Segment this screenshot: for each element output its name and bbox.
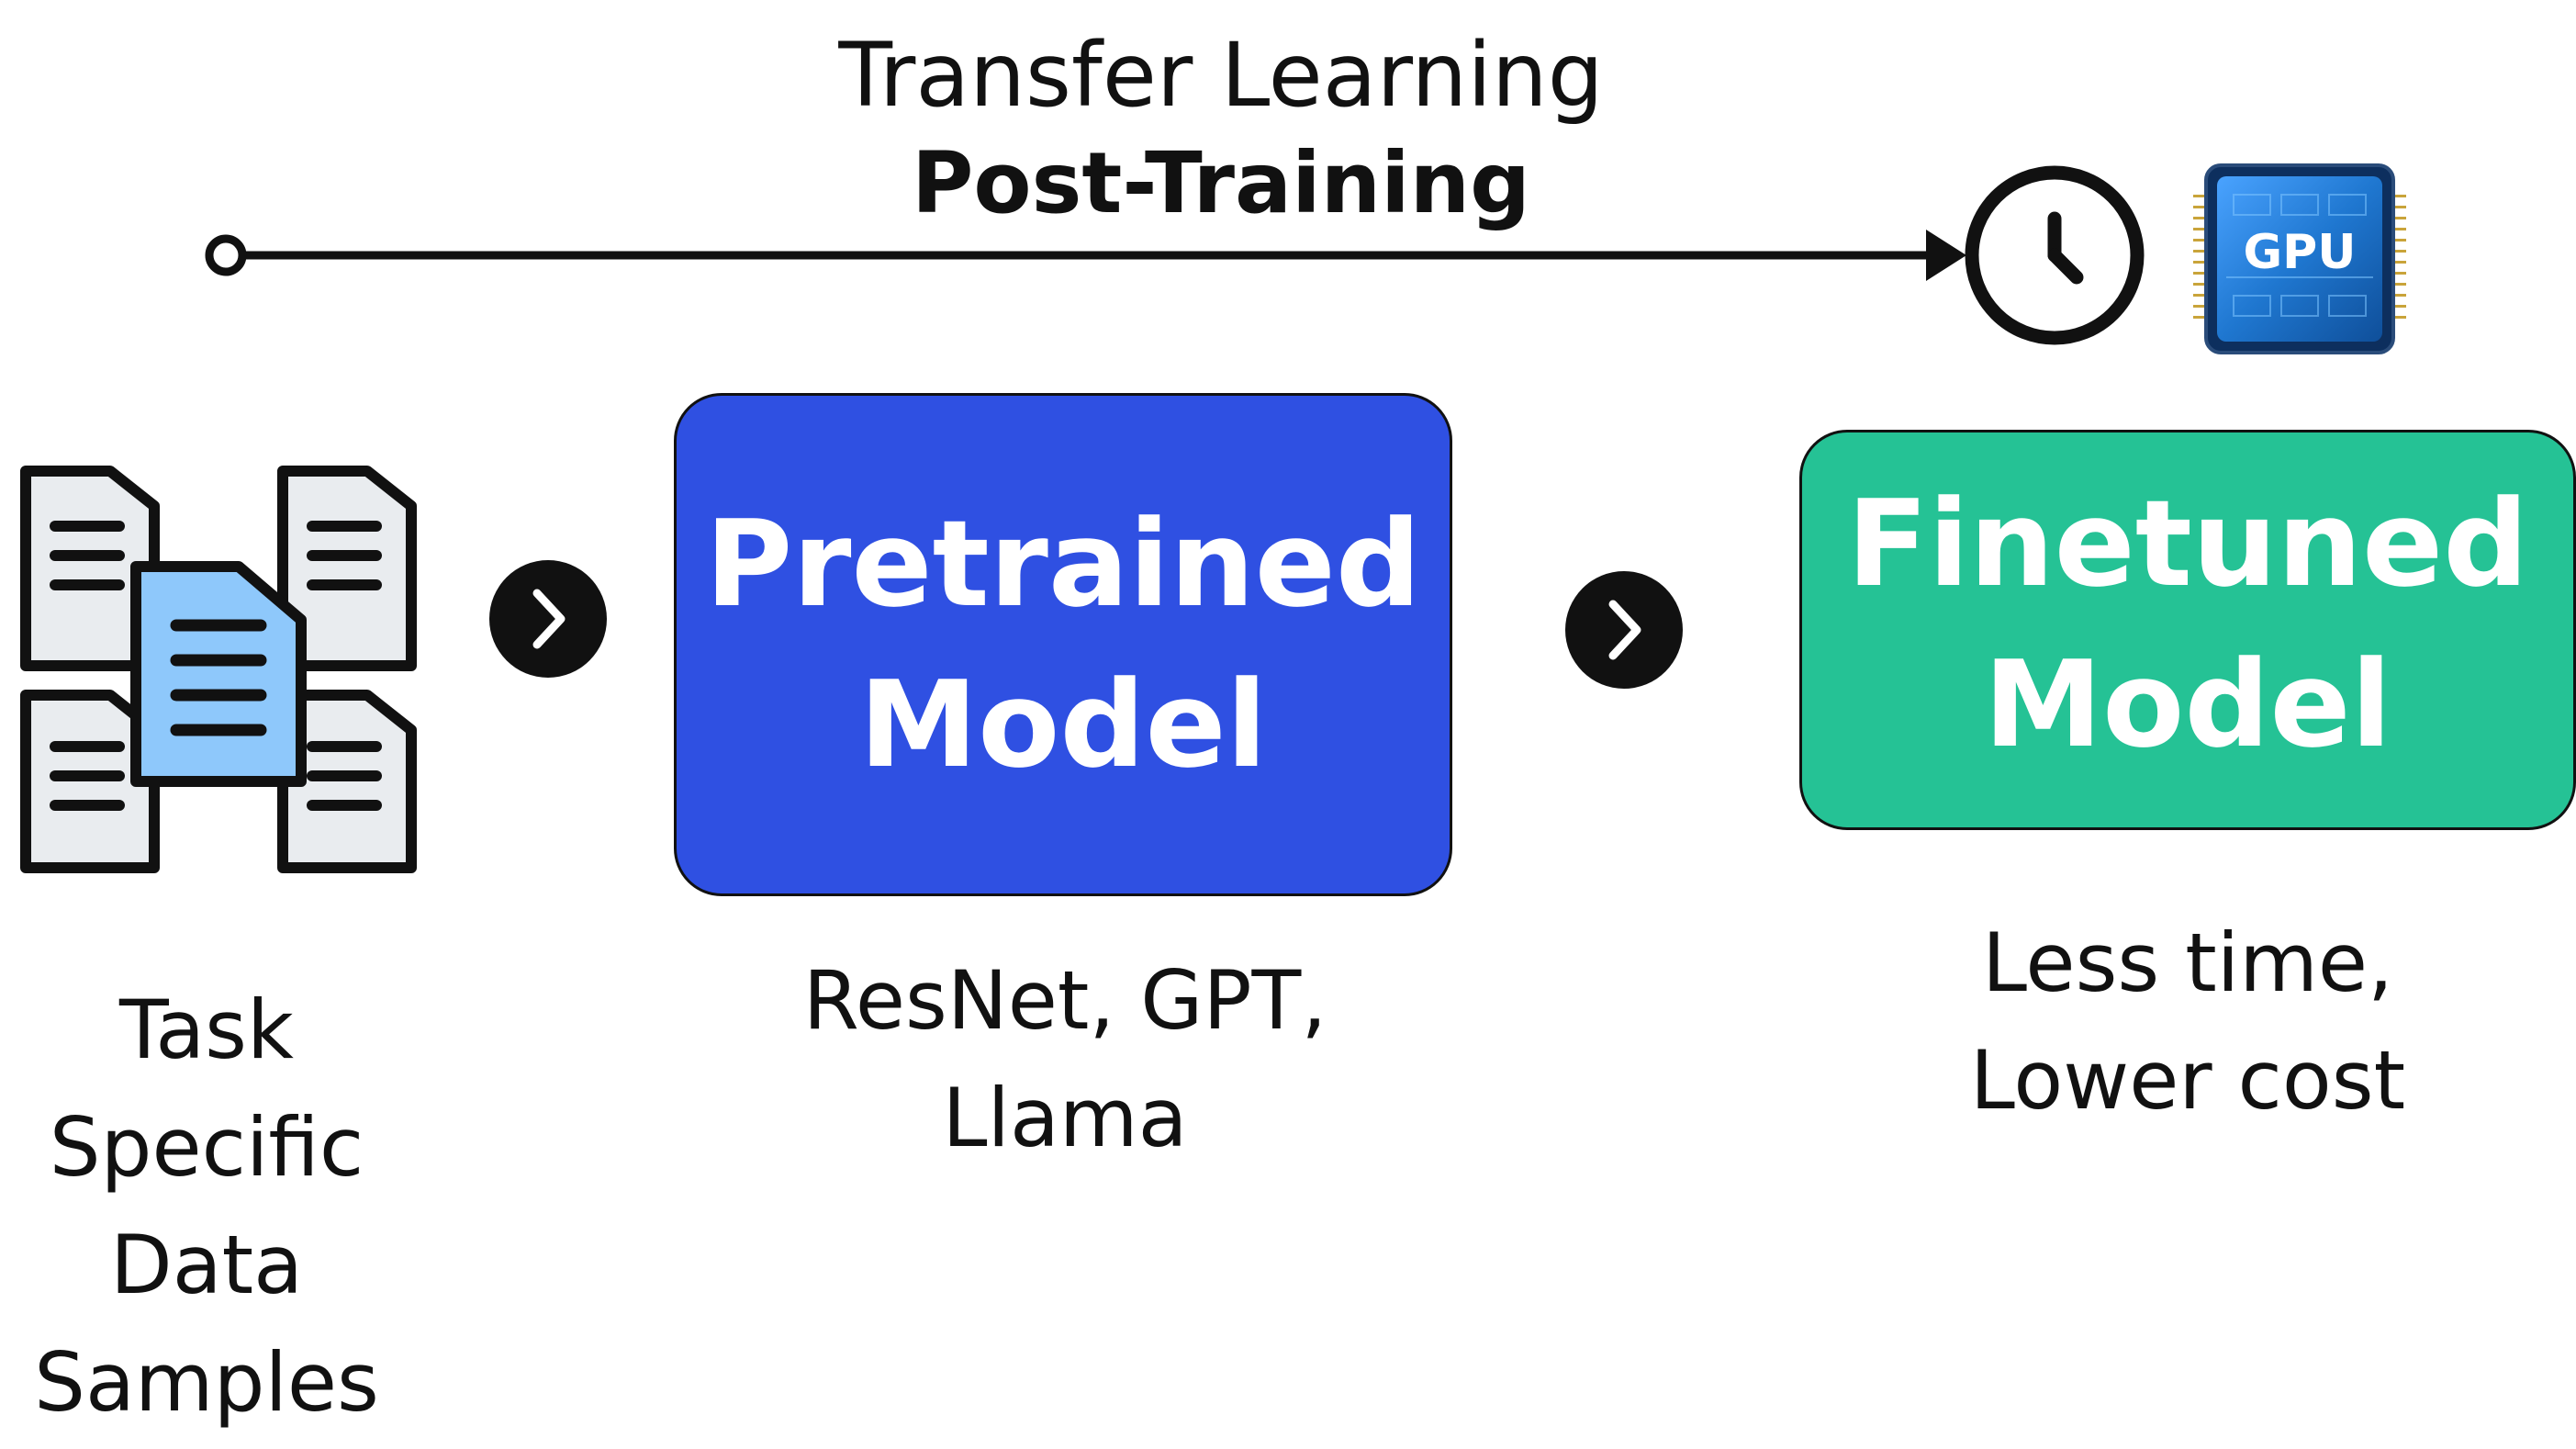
pretrained-caption-line: ResNet, GPT, [802,953,1327,1048]
clock-icon [1965,165,2145,345]
pretrained-caption-line: Llama [942,1071,1188,1165]
diagram-title: Transfer Learning [838,24,1604,127]
finetuned-benefits-caption: Less time, Lower cost [1799,904,2576,1140]
data-caption-line: Samples [34,1335,379,1430]
finetuned-model-box: Finetuned Model [1799,430,2576,830]
finetuned-title-line2: Model [1983,635,2392,774]
timeline-arrow [205,165,2145,345]
finetuned-title-line1: Finetuned [1846,474,2529,613]
pretrained-title-line1: Pretrained [705,494,1421,634]
pretrained-examples-caption: ResNet, GPT, Llama [716,942,1414,1177]
timeline-arrowhead [1926,230,1966,281]
diagram-subtitle: Post-Training [911,134,1531,232]
gpu-chip-icon: GPU [2193,163,2406,354]
chevron-right-icon [489,560,607,678]
finetuned-caption-line: Lower cost [1969,1033,2406,1128]
data-samples-caption: Task Specific Data Samples [0,972,413,1442]
finetuned-caption-line: Less time, [1981,915,2394,1010]
data-caption-line: Data [109,1218,304,1312]
data-caption-line: Task [119,983,294,1077]
timeline-start-marker [205,234,247,276]
gpu-label: GPU [2243,225,2356,280]
chevron-right-icon [1565,571,1683,689]
pretrained-title-line2: Model [858,655,1268,794]
documents-icon [20,466,417,873]
pretrained-model-box: Pretrained Model [674,393,1452,896]
data-caption-line: Specific [49,1100,364,1195]
